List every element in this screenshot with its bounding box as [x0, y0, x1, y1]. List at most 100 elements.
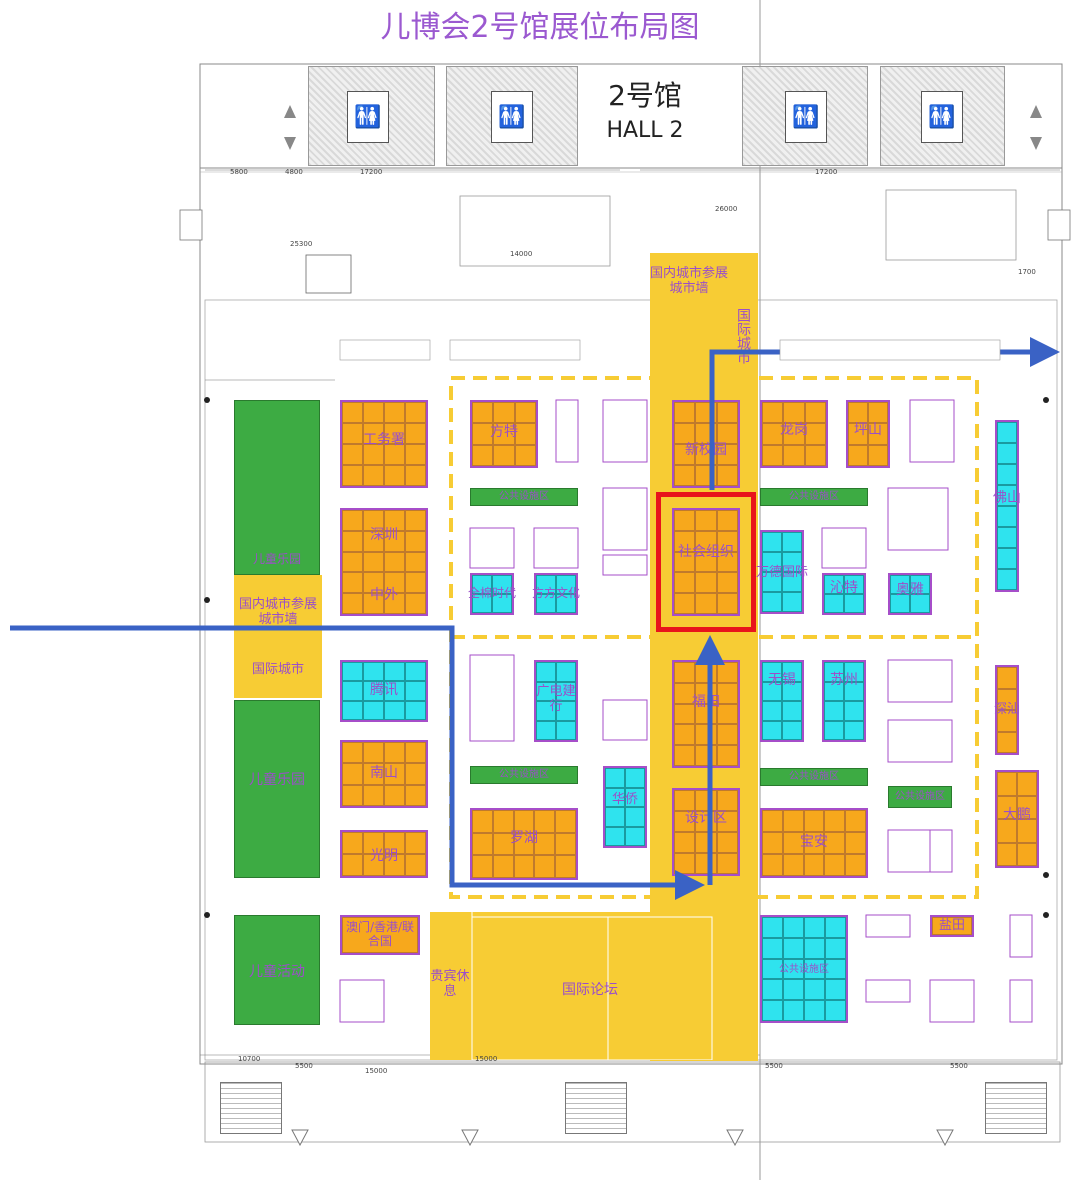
booth-cell[interactable] [625, 787, 645, 807]
booth-cell[interactable] [997, 485, 1017, 506]
booth-cell[interactable] [342, 593, 363, 614]
booth-grid-e10[interactable] [760, 660, 804, 742]
booth-cell[interactable] [492, 594, 512, 613]
booth-cell[interactable] [492, 832, 514, 856]
booth-cell[interactable] [363, 530, 384, 552]
booth-cell[interactable] [997, 527, 1017, 548]
booth-cell[interactable] [555, 855, 576, 878]
booth-cell[interactable] [782, 681, 802, 701]
booth-cell[interactable] [342, 662, 363, 682]
booth-grid-w20[interactable] [603, 766, 647, 848]
booth-cell[interactable] [363, 423, 384, 444]
booth-cell[interactable] [536, 575, 556, 594]
booth-cell[interactable] [363, 742, 384, 764]
booth-cell[interactable] [824, 832, 846, 854]
booth-cell[interactable] [674, 811, 696, 832]
booth-cell[interactable] [405, 784, 426, 806]
booth-cell[interactable] [493, 423, 515, 445]
booth-cell[interactable] [674, 530, 696, 552]
booth-cell[interactable] [804, 979, 825, 1001]
booth-cell[interactable] [782, 592, 802, 612]
booth-cell[interactable] [716, 510, 738, 531]
booth-cell[interactable] [824, 720, 844, 740]
booth-grid-m2[interactable] [672, 508, 740, 616]
booth-cell[interactable] [890, 575, 910, 594]
booth-cell[interactable] [762, 444, 784, 466]
booth-grid-e9[interactable] [995, 420, 1019, 592]
booth-cell[interactable] [695, 745, 717, 766]
booth-cell[interactable] [845, 810, 866, 832]
booth-cell[interactable] [405, 662, 426, 682]
booth-cell[interactable] [536, 662, 556, 682]
booth-cell[interactable] [844, 720, 864, 740]
booth-cell[interactable] [783, 402, 805, 424]
booth-cell[interactable] [997, 819, 1017, 843]
booth-cell[interactable] [782, 854, 804, 876]
booth-cell[interactable] [536, 594, 556, 613]
booth-grid-w3[interactable] [340, 508, 428, 616]
booth-cell[interactable] [844, 701, 864, 721]
booth-grid-e11[interactable] [822, 660, 866, 742]
booth-cell[interactable] [997, 422, 1017, 443]
booth-cell[interactable] [674, 832, 696, 853]
booth-cell[interactable] [716, 465, 738, 486]
booth-cell[interactable] [342, 530, 363, 552]
booth-cell[interactable] [342, 681, 363, 701]
booth-cell[interactable] [384, 510, 405, 531]
booth-cell[interactable] [824, 810, 846, 832]
booth-cell[interactable] [384, 402, 405, 423]
booth-cell[interactable] [824, 681, 844, 701]
booth-grid-w21[interactable] [470, 808, 578, 880]
booth-cell[interactable] [405, 681, 426, 701]
booth-cell[interactable] [804, 402, 826, 424]
booth-cell[interactable] [384, 593, 405, 614]
booth-cell[interactable] [868, 444, 888, 466]
booth-cell[interactable] [342, 465, 363, 486]
booth-cell[interactable] [762, 720, 782, 740]
booth-cell[interactable] [845, 854, 866, 876]
booth-grid-e1[interactable] [760, 400, 828, 468]
booth-cell[interactable] [605, 768, 625, 788]
booth-cell[interactable] [783, 1000, 804, 1021]
booth-cell[interactable] [824, 701, 844, 721]
booth-cell[interactable] [716, 745, 738, 766]
booth-cell[interactable] [695, 402, 717, 423]
booth-cell[interactable] [384, 444, 405, 465]
booth-cell[interactable] [695, 530, 717, 552]
booth-cell[interactable] [695, 572, 717, 594]
booth-cell[interactable] [932, 917, 972, 935]
booth-cell[interactable] [716, 551, 738, 573]
booth-cell[interactable] [536, 681, 556, 701]
booth-cell[interactable] [695, 551, 717, 573]
booth-cell[interactable] [384, 854, 405, 876]
booth-cell[interactable] [844, 594, 864, 613]
booth-cell[interactable] [384, 763, 405, 785]
booth-cell[interactable] [825, 958, 846, 980]
booth-cell[interactable] [674, 682, 696, 704]
booth-cell[interactable] [472, 832, 493, 856]
booth-cell[interactable] [844, 662, 864, 682]
booth-cell[interactable] [848, 402, 868, 424]
booth-cell[interactable] [762, 532, 782, 552]
booth-cell[interactable] [695, 444, 717, 465]
booth-cell[interactable] [762, 402, 784, 424]
booth-cell[interactable] [997, 772, 1017, 796]
booth-cell[interactable] [556, 720, 576, 740]
booth-cell[interactable] [695, 465, 717, 486]
booth-cell[interactable] [363, 681, 384, 701]
booth-cell[interactable] [868, 423, 888, 445]
booth-cell[interactable] [363, 551, 384, 573]
booth-cell[interactable] [605, 807, 625, 827]
booth-cell[interactable] [342, 742, 363, 764]
booth-cell[interactable] [1017, 772, 1037, 796]
booth-cell[interactable] [363, 402, 384, 423]
booth-cell[interactable] [782, 810, 804, 832]
booth-cell[interactable] [363, 700, 384, 720]
booth-cell[interactable] [783, 423, 805, 445]
booth-cell[interactable] [782, 720, 802, 740]
booth-cell[interactable] [534, 832, 556, 856]
booth-cell[interactable] [695, 790, 717, 811]
booth-cell[interactable] [405, 854, 426, 876]
booth-cell[interactable] [997, 464, 1017, 485]
booth-grid-m1[interactable] [672, 400, 740, 488]
